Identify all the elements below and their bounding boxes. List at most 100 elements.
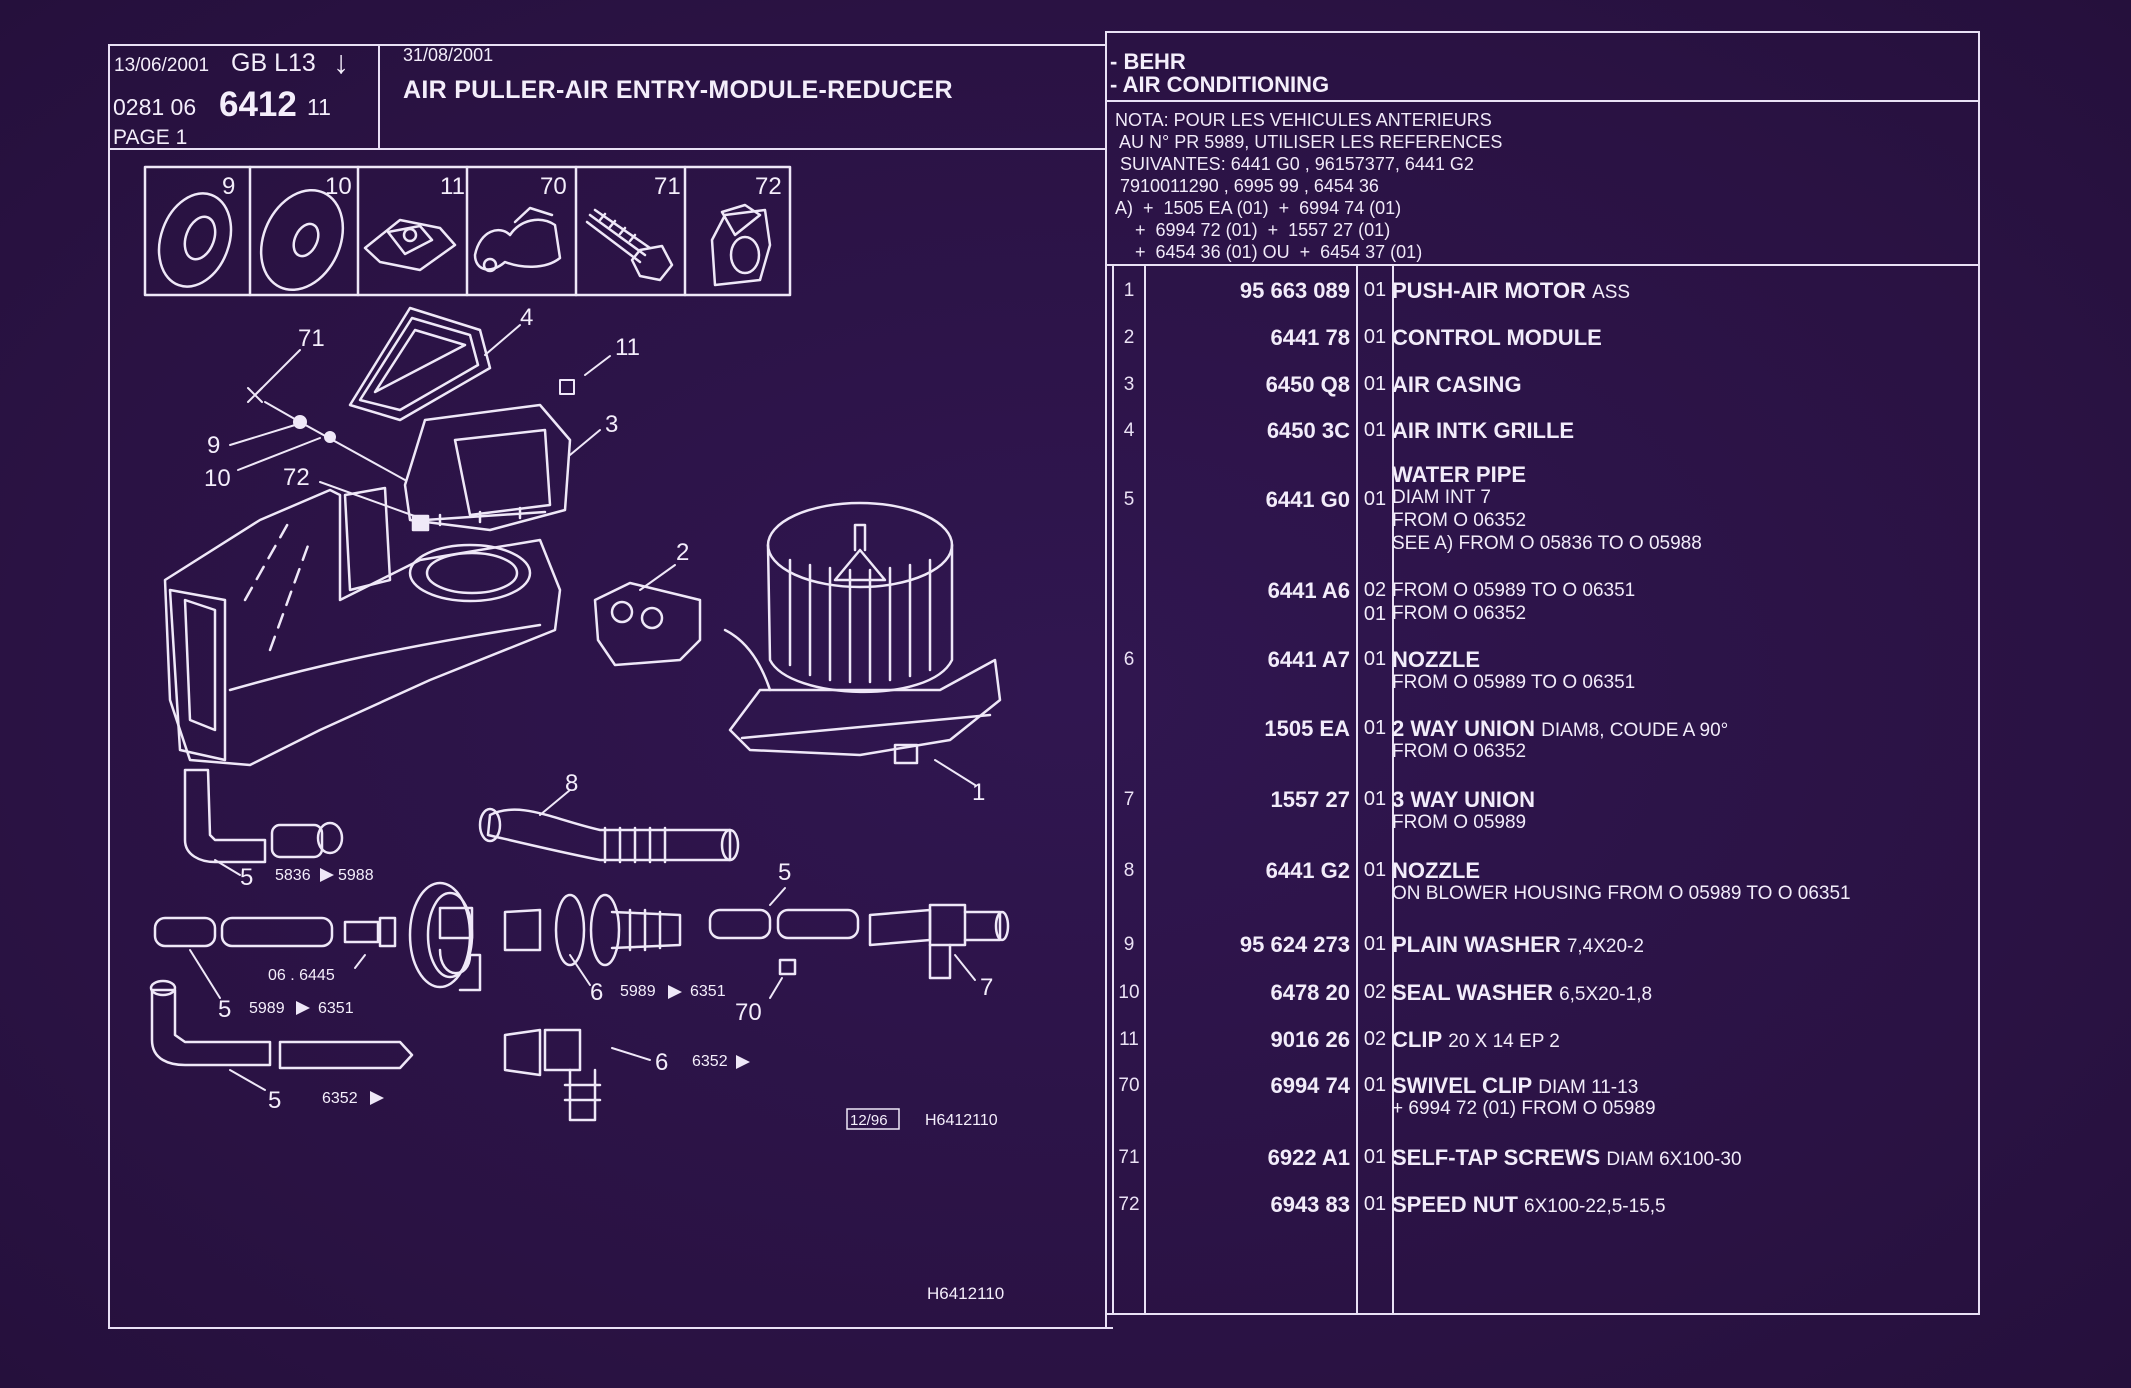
part-note: FROM O 06352: [1392, 510, 1527, 531]
quantity: 01: [1363, 717, 1387, 739]
part-spec: DIAM8, COUDE A 90°: [1541, 720, 1729, 741]
water-pipe-5a-part: [183, 768, 344, 864]
supplier-label: - BEHR: [1110, 49, 1186, 74]
row-index: 10: [1118, 982, 1140, 1003]
callout-2: 2: [676, 539, 689, 566]
water-pipe-5c-part: [149, 979, 414, 1070]
part-description: CONTROL MODULE: [1392, 325, 1602, 351]
ref-prefix: 0281 06: [113, 94, 197, 120]
range-to: 6351: [690, 983, 726, 1000]
part-note: + 6994 72 (01) FROM O 05989: [1392, 1098, 1656, 1119]
part-spec: ASS: [1592, 282, 1631, 303]
quantity: 01: [1363, 279, 1387, 301]
part-description: 2 WAY UNION DIAM8, COUDE A 90°: [1392, 716, 1728, 742]
callout-6: 6: [590, 979, 603, 1006]
thumbnail-label: 72: [755, 173, 782, 200]
row-index: 7: [1123, 789, 1135, 810]
quantity: 01: [1363, 933, 1387, 955]
frame-right: [1978, 31, 1980, 1315]
arrow-right-icon: [320, 868, 334, 882]
air-intake-grille-part: [348, 306, 492, 422]
swivel-clip-icon: [473, 206, 562, 273]
part-number: 6441 78: [1270, 325, 1350, 350]
part-description: NOZZLE: [1392, 647, 1480, 673]
nota-line: A) + 1505 EA (01) + 6994 74 (01): [1115, 198, 1402, 218]
page-label: PAGE 1: [113, 126, 188, 149]
page-title: AIR PULLER-AIR ENTRY-MODULE-REDUCER: [403, 76, 953, 104]
plain-washer-icon: [157, 192, 233, 288]
frame-left: [108, 44, 110, 1329]
row-index: 2: [1123, 327, 1135, 348]
part-spec: 6X100-22,5-15,5: [1524, 1196, 1666, 1217]
part-number: 6441 G0: [1265, 487, 1350, 512]
callout-5: 5: [218, 996, 231, 1023]
callout-3: 3: [605, 411, 618, 438]
part-name: PUSH-AIR MOTOR: [1392, 278, 1586, 303]
callout-6: 6: [655, 1049, 668, 1076]
callout-4: 4: [520, 304, 533, 331]
drawing-ref: H6412110: [925, 1112, 998, 1129]
quantity: 01: [1363, 326, 1387, 348]
right-header-divider: [1105, 100, 1980, 102]
three-way-union-part: [868, 903, 1010, 980]
down-arrow-icon: ↓: [333, 44, 349, 80]
range-from: 6352: [692, 1053, 728, 1070]
nota-line: SUIVANTES: 6441 G0 , 96157377, 6441 G2: [1115, 154, 1474, 174]
thumbnail-strip: [143, 165, 792, 297]
range-from: 5836: [275, 867, 311, 884]
row-index: 4: [1123, 420, 1135, 441]
edition-box: 12/96: [850, 1112, 888, 1129]
part-name: NOZZLE: [1392, 647, 1480, 672]
row-index: 11: [1119, 1029, 1139, 1050]
row-index: 72: [1118, 1194, 1140, 1215]
part-spec: DIAM 11-13: [1538, 1077, 1639, 1098]
part-note: FROM O 06352: [1392, 741, 1527, 762]
callout-9: 9: [207, 432, 220, 459]
nota-line: NOTA: POUR LES VEHICULES ANTERIEURS: [1115, 110, 1492, 130]
part-number: 6943 83: [1270, 1192, 1350, 1217]
thumbnail-label: 10: [325, 173, 352, 200]
blower-motor-part: [728, 501, 1002, 765]
nota-line: AU N° PR 5989, UTILISER LES REFERENCES: [1115, 132, 1503, 152]
part-number: 1505 EA: [1264, 716, 1350, 741]
nota-line: + 6994 72 (01) + 1557 27 (01): [1115, 220, 1391, 240]
part-number: 6450 Q8: [1265, 372, 1350, 397]
nozzle-6a-part: [503, 893, 682, 967]
quantity: 01: [1363, 1193, 1387, 1215]
callout-70: 70: [735, 999, 762, 1026]
quantity: 01: [1363, 1146, 1387, 1168]
connector-label: 06 . 6445: [268, 967, 335, 984]
part-description: NOZZLE: [1392, 858, 1480, 884]
part-description: SELF-TAP SCREWS DIAM 6X100-30: [1392, 1145, 1742, 1171]
quantity: 02: [1363, 579, 1387, 601]
part-number: 6478 20: [1270, 980, 1350, 1005]
part-note: SEE A) FROM O 05836 TO O 05988: [1392, 533, 1702, 554]
row-index: 9: [1123, 934, 1135, 955]
part-note: ON BLOWER HOUSING FROM O 05989 TO O 0635…: [1392, 883, 1851, 904]
speed-nut-icon: [710, 203, 772, 287]
screw-icon: [585, 208, 674, 282]
part-description: WATER PIPE: [1392, 462, 1526, 488]
nota-line: 7910011290 , 6995 99 , 6454 36: [1115, 176, 1379, 196]
language-code: GB L13: [231, 49, 316, 77]
part-name: PLAIN WASHER: [1392, 932, 1561, 957]
row-index: 70: [1118, 1075, 1140, 1096]
row-index: 71: [1118, 1147, 1140, 1168]
thumbnail-label: 70: [540, 173, 567, 200]
callout-5: 5: [268, 1087, 281, 1114]
arrow-right-icon: [370, 1091, 384, 1105]
part-description: SEAL WASHER 6,5X20-1,8: [1392, 980, 1652, 1006]
arrow-right-icon: [736, 1055, 750, 1069]
frame-top-right: [1105, 31, 1980, 33]
quantity: 01: [1363, 488, 1387, 510]
print-date: 13/06/2001: [114, 55, 210, 76]
part-name: CONTROL MODULE: [1392, 325, 1602, 350]
header-divider-left: [108, 148, 1105, 150]
part-spec: 20 X 14 EP 2: [1448, 1031, 1560, 1052]
quantity: 01: [1363, 603, 1387, 625]
ref-main: 6412: [219, 85, 297, 124]
part-number: 6441 A7: [1267, 647, 1350, 672]
part-number: 6450 3C: [1266, 418, 1350, 443]
range-from: 5989: [249, 1000, 285, 1017]
frame-top-left: [108, 44, 1105, 46]
